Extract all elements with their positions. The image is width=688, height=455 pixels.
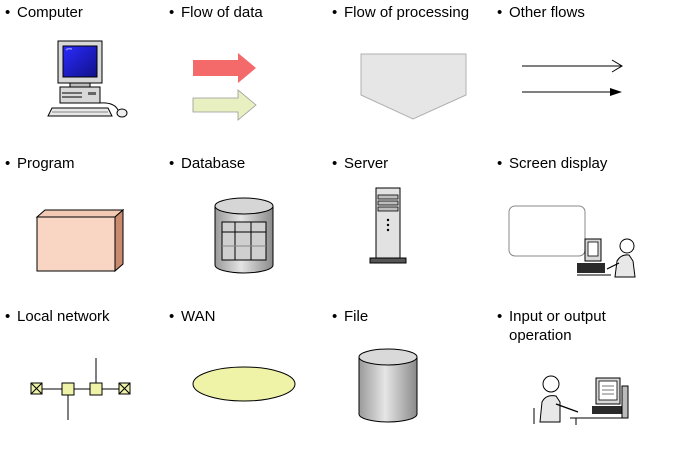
legend-label-database: •Database: [169, 155, 246, 172]
legend-label-wan: •WAN: [169, 308, 216, 325]
network-node: [89, 382, 103, 396]
legend-label-program: •Program: [5, 155, 75, 172]
data-arrow-primary: [193, 53, 256, 83]
wan-ellipse-icon: [192, 365, 298, 403]
flow-of-data-arrows-icon: [192, 52, 260, 124]
flow-of-processing-pentagon-icon: [360, 53, 468, 121]
legend-label-computer: •Computer: [5, 4, 83, 21]
server-tower-icon: [368, 187, 408, 267]
legend-label-local-network: •Local network: [5, 308, 110, 325]
other-flows-arrows-icon: [520, 58, 626, 100]
legend-label-flow-of-processing: •Flow of processing: [332, 4, 470, 21]
network-node: [61, 382, 75, 396]
legend-label-server: •Server: [332, 155, 389, 172]
local-network-nodes-icon: [26, 356, 136, 422]
database-cylinder-icon: [213, 197, 275, 275]
legend-label-screen-display: •Screen display: [497, 155, 608, 172]
legend-label-flow-of-data: •Flow of data: [169, 4, 263, 21]
file-cylinder-icon: [357, 348, 419, 424]
screen-display-user-icon: [507, 205, 641, 281]
program-box-icon: [35, 208, 126, 273]
legend-label-other-flows: •Other flows: [497, 4, 585, 21]
data-arrow-secondary: [192, 89, 257, 121]
operator-at-terminal-icon: [526, 372, 630, 426]
computer-icon: [47, 40, 132, 122]
screen-display-window: [508, 205, 586, 257]
legend-label-file: •File: [332, 308, 369, 325]
